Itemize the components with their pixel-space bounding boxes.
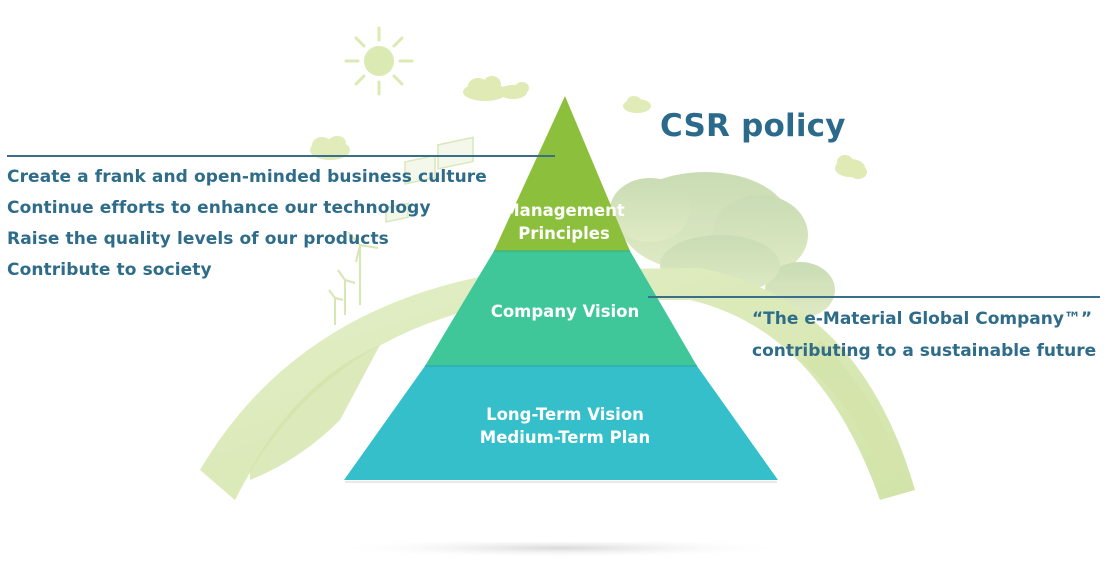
layer-label-long-term-vision: Long-Term Vision Medium-Term Plan — [450, 403, 680, 449]
company-vision-statement: “The e-Material Global Company™” contrib… — [752, 305, 1096, 369]
management-principles-divider — [7, 155, 555, 157]
cloud-icon — [623, 96, 651, 113]
layer-label-line: Company Vision — [490, 302, 640, 321]
layer-label-management-principles: Management Principles — [494, 199, 634, 245]
vision-line: contributing to a sustainable future — [752, 341, 1097, 361]
layer-label-line: Medium-Term Plan — [479, 428, 651, 447]
list-item: Continue efforts to enhance our technolo… — [7, 198, 431, 218]
cloud-icon — [835, 155, 867, 179]
layer-label-line: Principles — [518, 224, 610, 243]
pyramid — [302, 96, 824, 542]
layer-label-line: Management — [503, 201, 625, 220]
list-item: Create a frank and open-minded business … — [7, 167, 487, 187]
list-item: Contribute to society — [7, 260, 212, 280]
list-item: Raise the quality levels of our products — [7, 229, 389, 249]
earth-globe — [200, 268, 915, 500]
company-vision-divider — [648, 296, 1100, 298]
layer-label-line: Long-Term Vision — [486, 405, 644, 424]
page-title: CSR policy — [660, 108, 846, 144]
cloud-icon — [463, 76, 529, 101]
pyramid-layer-management-principles — [494, 96, 630, 251]
solar-panel-icon — [385, 136, 474, 223]
management-principles-list: Create a frank and open-minded business … — [7, 164, 487, 288]
pyramid-layer-long-term-vision — [344, 366, 778, 480]
pyramid-shadow — [330, 538, 790, 558]
layer-label-company-vision: Company Vision — [465, 300, 665, 323]
vision-line: “The e-Material Global Company™” — [752, 309, 1093, 329]
wind-turbine-icon — [328, 231, 379, 325]
sun-icon — [344, 26, 414, 96]
pyramid-base — [302, 482, 824, 542]
pyramid-layer-company-vision — [425, 251, 697, 366]
